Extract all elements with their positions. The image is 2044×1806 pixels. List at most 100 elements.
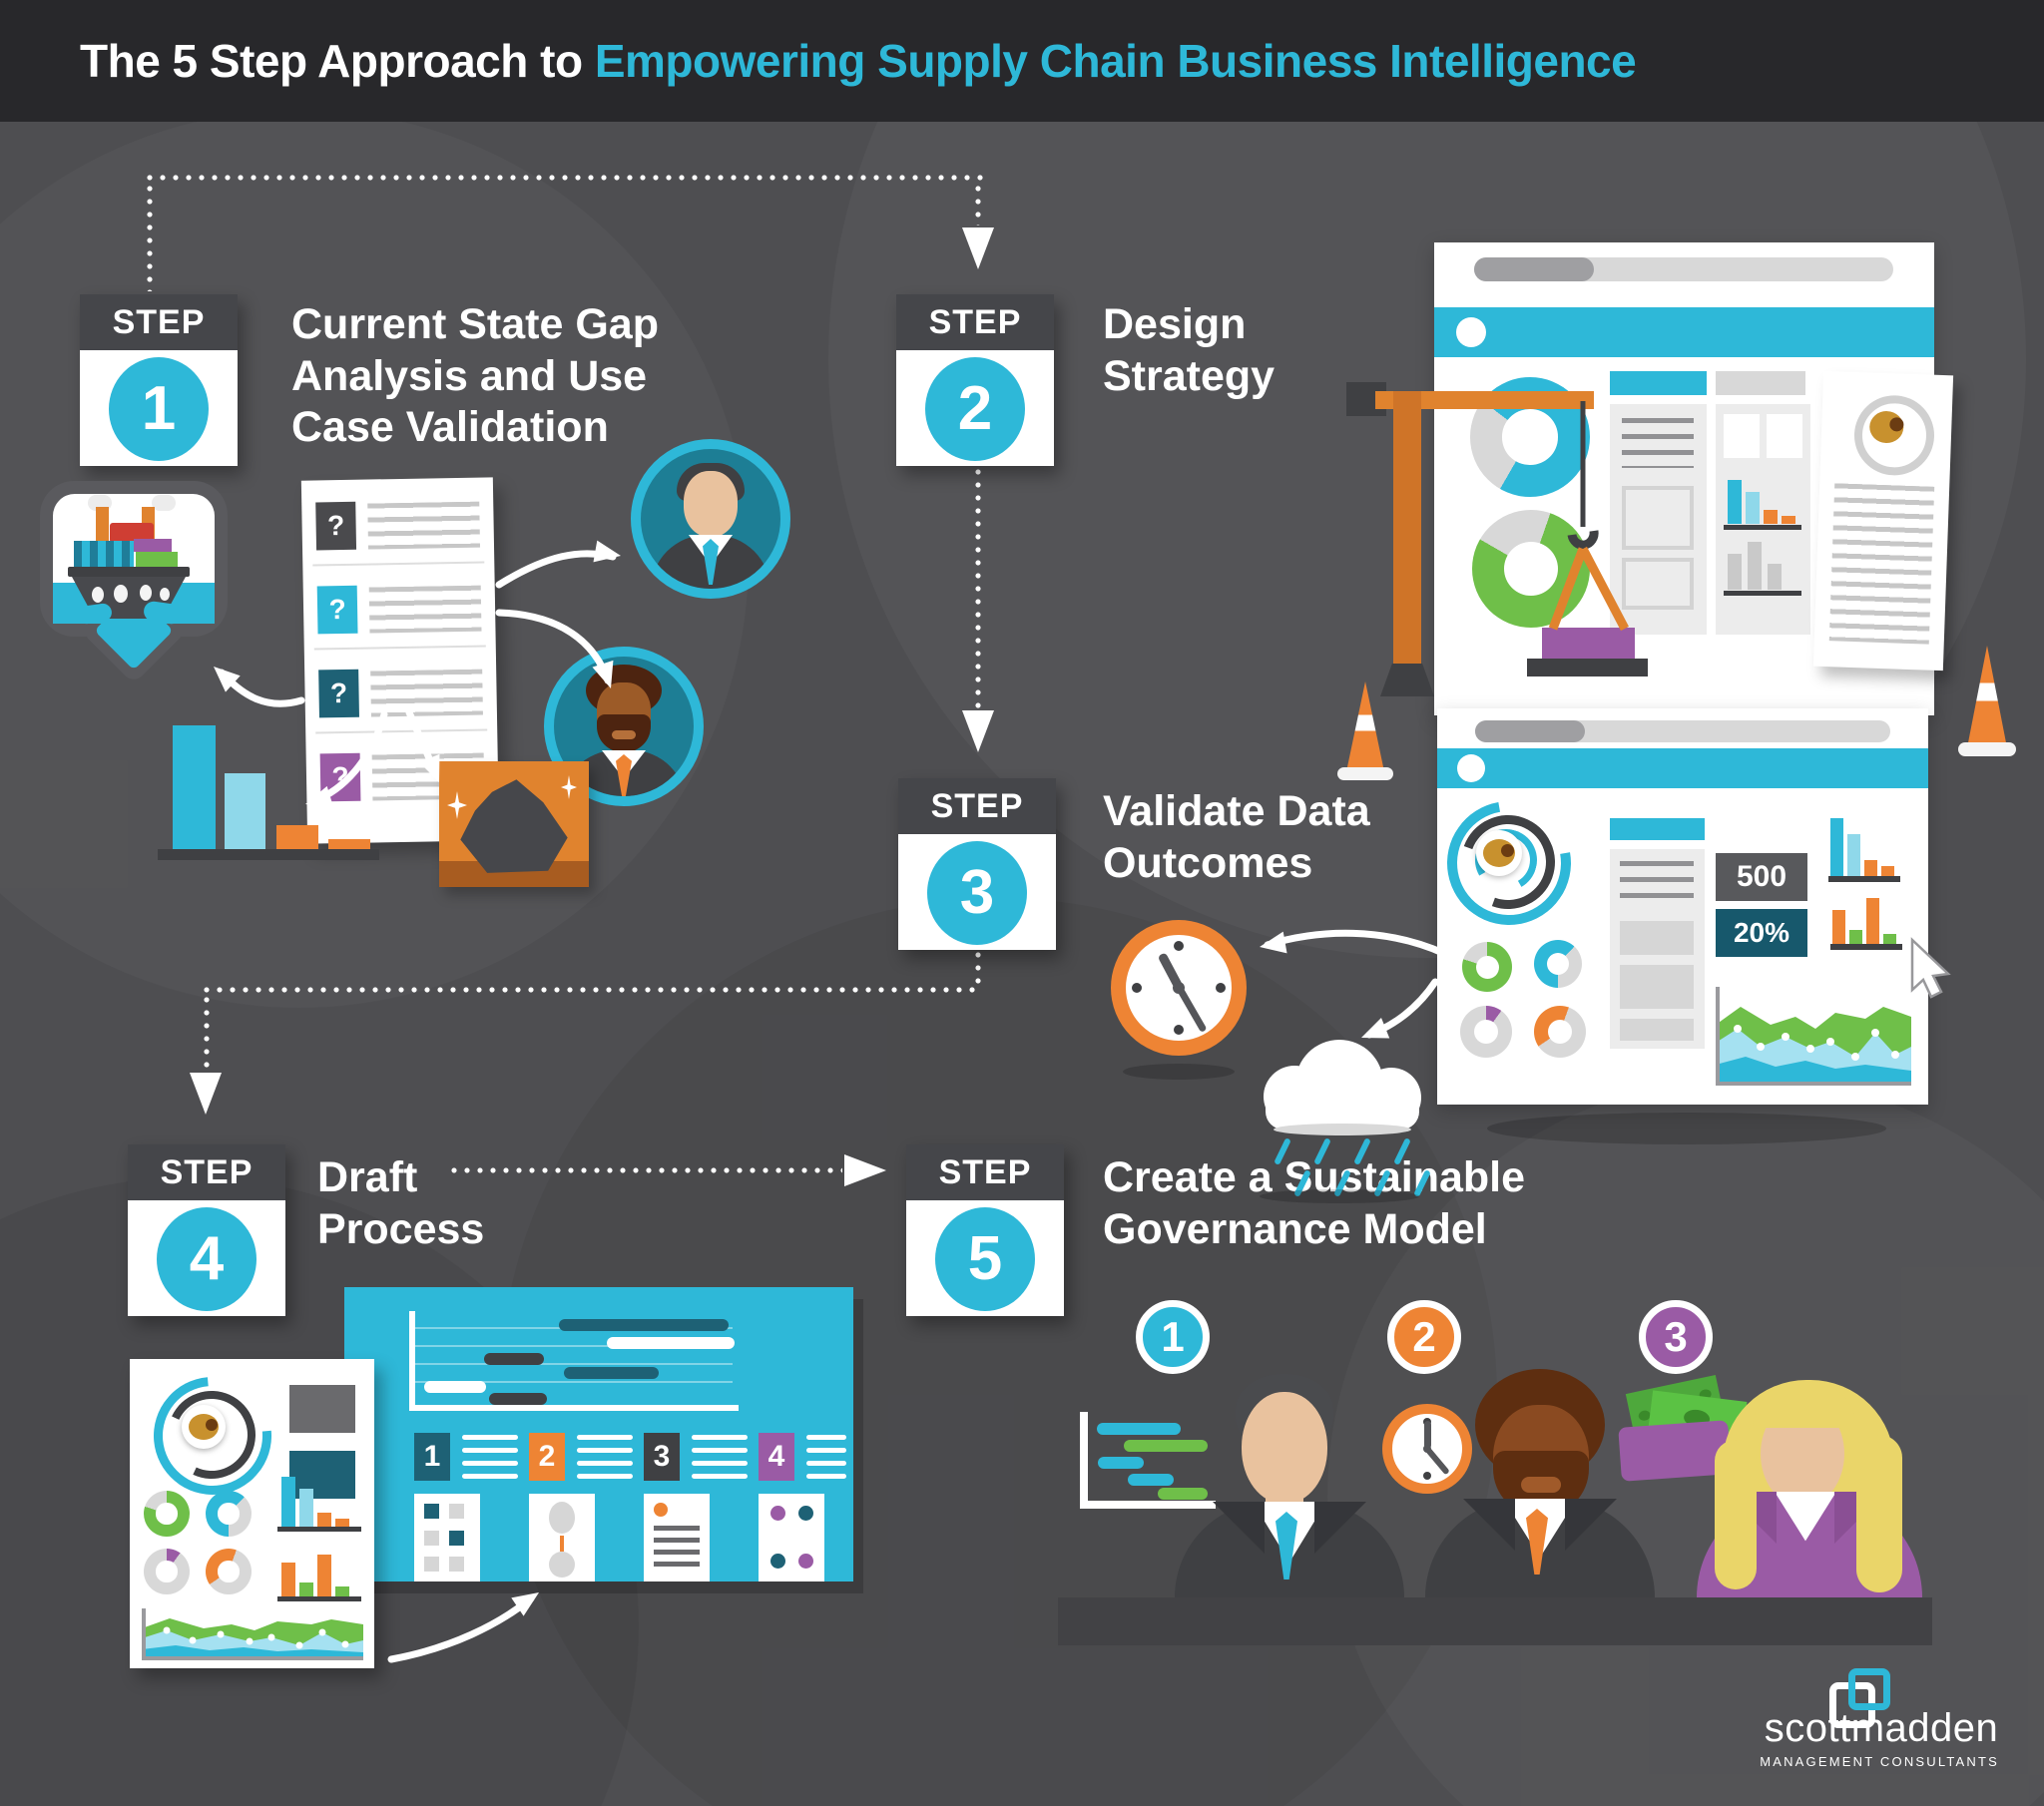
arrowhead-step2 xyxy=(962,227,994,269)
executive-person xyxy=(1425,1369,1657,1597)
lift-platform xyxy=(1527,659,1648,677)
connector-step2-step3 xyxy=(975,469,981,708)
step-2-title: Design Strategy xyxy=(1103,300,1276,400)
draft-process-board: 1 2 3 4 xyxy=(344,1287,853,1581)
lifted-block xyxy=(1542,628,1635,659)
placeholder-box xyxy=(1620,965,1694,1009)
step-3-card: STEP 3 xyxy=(898,778,1056,950)
coal-commodity-image xyxy=(439,761,589,887)
cone-base xyxy=(1337,767,1393,780)
ship-cabin xyxy=(110,523,154,543)
bar xyxy=(299,1489,313,1527)
bar xyxy=(317,1555,331,1596)
barrel-opening xyxy=(1501,844,1514,857)
stakeholder-avatar-icon xyxy=(631,439,790,599)
dashboard-shadow xyxy=(1487,1113,1886,1144)
question-box-3: ? xyxy=(318,669,359,718)
question-box-1: ? xyxy=(315,501,357,551)
arrow-dashboard-to-cloud xyxy=(1365,978,1439,1039)
governance-badge-3: 3 xyxy=(1639,1300,1713,1374)
bar xyxy=(1764,510,1778,524)
arrowhead-step4 xyxy=(190,1073,222,1115)
donut-chart-cyan xyxy=(206,1491,252,1537)
bar xyxy=(276,825,318,849)
step-1-number: 1 xyxy=(109,357,209,461)
bar xyxy=(328,839,370,849)
donut-chart-purple xyxy=(144,1549,190,1594)
url-text xyxy=(1475,720,1585,742)
bar xyxy=(1782,516,1795,524)
container-green xyxy=(136,552,178,568)
donut-chart-purple xyxy=(1460,1006,1512,1058)
text-lines xyxy=(1620,861,1694,909)
step-5-card: STEP 5 xyxy=(906,1144,1064,1316)
rain-cloud-icon xyxy=(1264,1040,1431,1209)
gantt-chart-icon xyxy=(1080,1412,1220,1509)
bar xyxy=(335,1586,349,1596)
area-trend-chart xyxy=(142,1608,363,1660)
raindrop xyxy=(1274,1137,1291,1165)
question-lines xyxy=(367,501,481,550)
spec-document xyxy=(1812,370,1954,672)
step-2-number: 2 xyxy=(925,357,1025,461)
bar xyxy=(1849,930,1862,944)
gantt-bar xyxy=(564,1367,659,1379)
step-4-number: 4 xyxy=(157,1207,256,1311)
step-4-label: STEP xyxy=(128,1144,285,1200)
hair-lock xyxy=(1715,1440,1757,1589)
divider xyxy=(313,645,486,651)
process-card-dots xyxy=(759,1494,824,1581)
cloud-underside xyxy=(1274,1124,1411,1135)
connector-step3-step4-horizontal xyxy=(204,987,981,993)
clock-tick xyxy=(1216,983,1226,993)
question-box-2: ? xyxy=(316,585,358,635)
step-1-label: STEP xyxy=(80,294,238,350)
donut-chart-green xyxy=(1462,942,1512,992)
section-header-cyan xyxy=(1610,818,1705,840)
mini-bar-chart xyxy=(1830,894,1910,950)
question-lines xyxy=(370,669,483,717)
porthole xyxy=(114,585,128,603)
placeholder-box xyxy=(1622,486,1694,550)
raindrop xyxy=(1353,1137,1371,1165)
analytics-report-document xyxy=(129,1352,374,1668)
validation-dashboard-window: 500 20% xyxy=(1422,708,1928,1105)
board-section-2: 2 xyxy=(529,1433,565,1481)
step-3-number: 3 xyxy=(927,841,1027,945)
bar xyxy=(299,1582,313,1596)
porthole xyxy=(140,585,152,601)
step-4-title: Draft Process xyxy=(317,1153,485,1253)
connector-step4-drop xyxy=(204,997,210,1071)
container-purple xyxy=(134,539,172,552)
scottmadden-logo: scottmadden MANAGEMENT CONSULTANTS xyxy=(1757,1644,2006,1774)
section-header-gray xyxy=(1716,371,1805,395)
section-header-cyan xyxy=(1610,371,1707,395)
gantt-axis-y xyxy=(409,1311,415,1411)
gridline xyxy=(409,1363,733,1365)
governance-badge-1: 1 xyxy=(1136,1300,1210,1374)
page-title: The 5 Step Approach to Empowering Supply… xyxy=(0,34,1637,88)
placeholder-card xyxy=(1724,414,1760,458)
clock-tick xyxy=(1132,983,1142,993)
smile xyxy=(612,730,636,739)
donut-chart-orange xyxy=(1534,1006,1586,1058)
bar xyxy=(335,1519,349,1527)
smoke xyxy=(152,495,176,511)
conference-desk xyxy=(1058,1597,1932,1645)
mini-bar-chart xyxy=(1828,818,1908,882)
clock-icon xyxy=(1111,920,1247,1056)
step-2-card: STEP 2 xyxy=(896,294,1054,466)
porthole xyxy=(160,588,170,601)
bar xyxy=(1864,860,1877,876)
bar xyxy=(281,1477,295,1527)
bar xyxy=(1881,866,1894,876)
face xyxy=(1242,1392,1327,1504)
arrowhead-step3 xyxy=(962,710,994,752)
axis xyxy=(277,1596,361,1601)
bar xyxy=(1746,492,1760,524)
container-stack xyxy=(74,541,134,567)
face xyxy=(684,471,738,537)
bar xyxy=(1728,480,1742,524)
barrel-opening xyxy=(206,1419,218,1431)
logo-name: scottmadden xyxy=(1764,1706,1999,1750)
